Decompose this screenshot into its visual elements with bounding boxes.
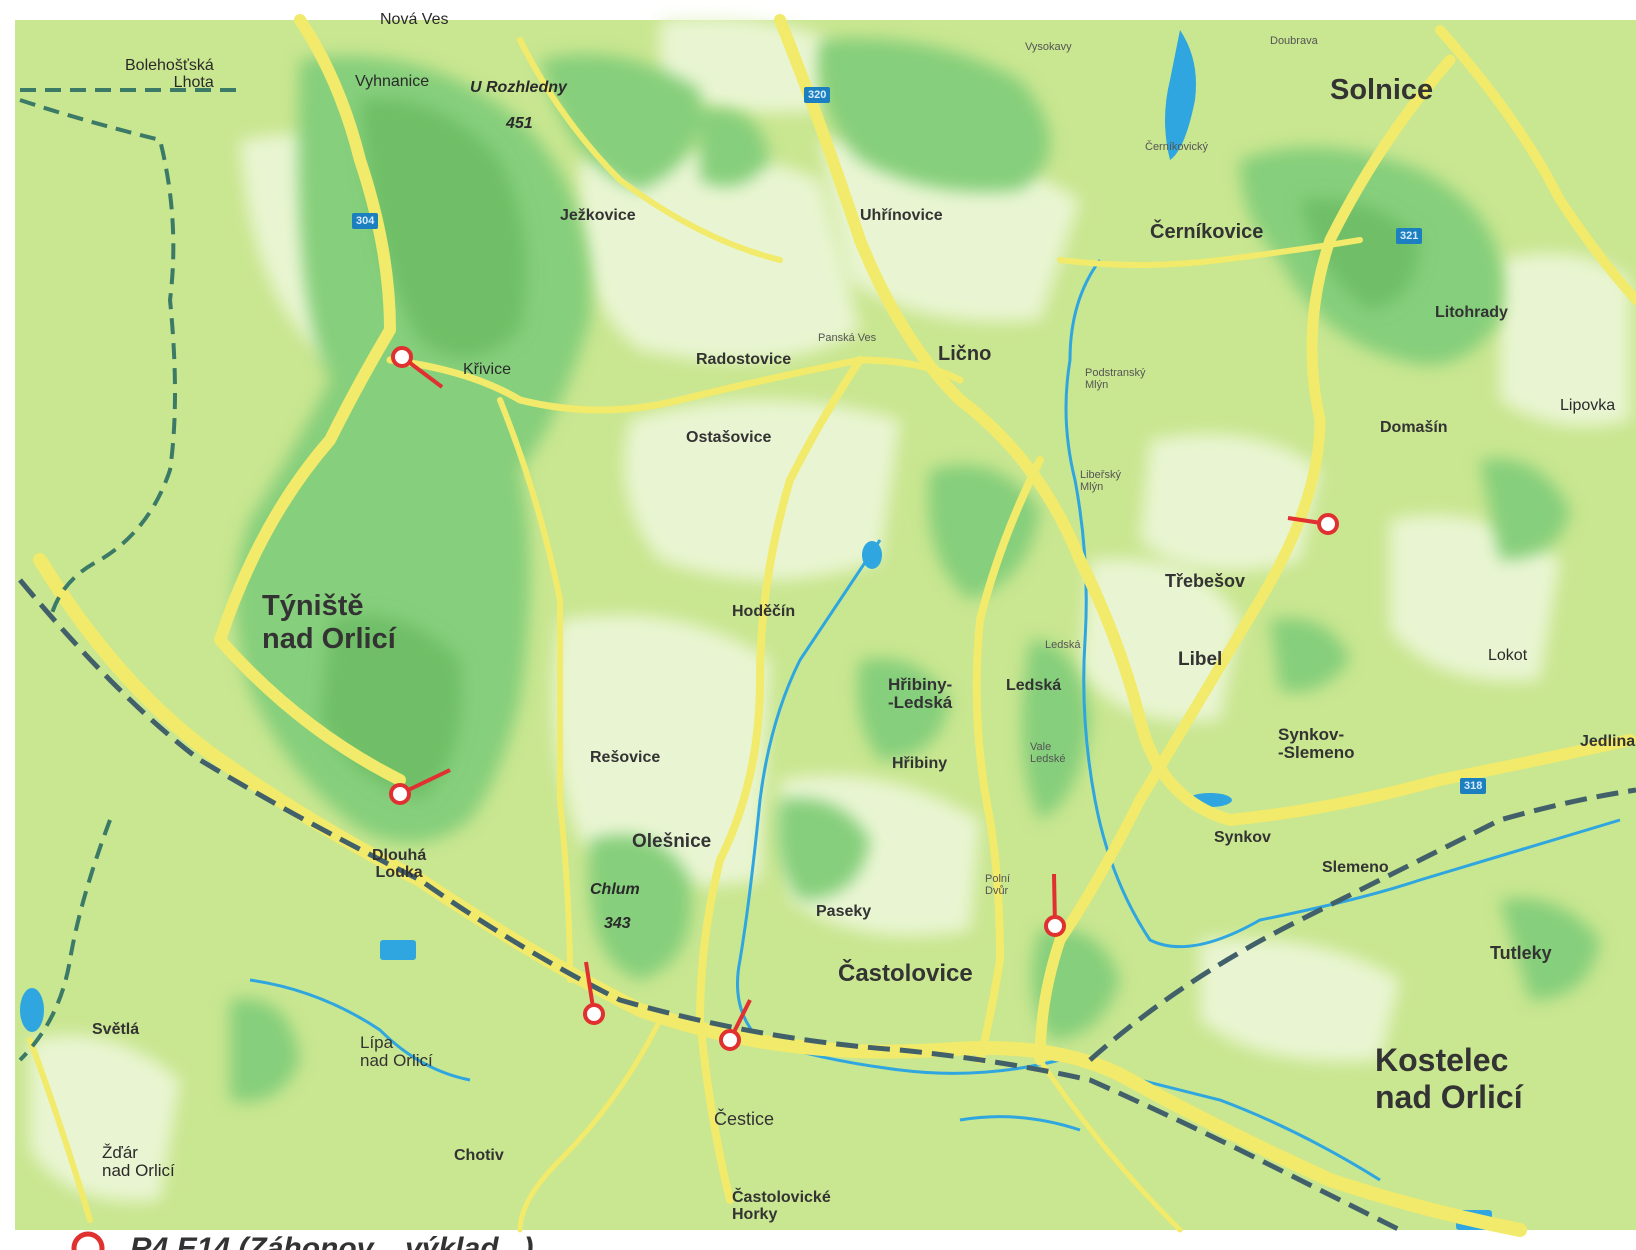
elevation-u-rozhledny: 451 xyxy=(506,115,533,132)
place-label-polni-dvur: Polní Dvůr xyxy=(985,873,1011,897)
speed-camera-marker-olesnice[interactable] xyxy=(578,960,608,1030)
place-label-licno: Lično xyxy=(938,343,992,365)
place-label-jedlina: Jedlina xyxy=(1580,733,1636,750)
legend-text: R4 E14 (Záhonov... výklad...) xyxy=(130,1232,534,1250)
place-label-tyniste-nad-orlici: Týniště nad Orlicí xyxy=(262,590,396,656)
place-label-libersky-mlyn: Libeřský Mlýn xyxy=(1080,469,1121,493)
speed-camera-marker-cestice[interactable] xyxy=(716,998,756,1058)
place-label-zdar-nad-orlici: Žďár nad Orlicí xyxy=(102,1143,175,1180)
place-label-lokot: Lokot xyxy=(1488,647,1528,664)
speed-camera-marker-legend-icon xyxy=(71,1231,105,1250)
place-label-ledska-small: Ledská xyxy=(1045,639,1081,651)
place-label-podstransky-mlyn: Podstranský Mlýn xyxy=(1085,367,1146,391)
place-label-libel: Libel xyxy=(1178,649,1223,670)
place-label-uhrinovice: Uhřínovice xyxy=(860,207,943,224)
place-label-hribiny: Hřibiny xyxy=(892,755,948,772)
place-label-vyhnanice: Vyhnanice xyxy=(355,73,430,90)
place-label-cernikovice: Černíkovice xyxy=(1150,221,1264,243)
speed-camera-marker-castolovice[interactable] xyxy=(1040,872,1070,942)
place-label-nova-ves: Nová Ves xyxy=(380,11,449,28)
place-label-resovice: Rešovice xyxy=(590,749,661,766)
place-label-ostasovice: Ostašovice xyxy=(686,429,772,446)
road-shield-318: 318 xyxy=(1460,778,1487,794)
roads xyxy=(27,14,1636,1237)
place-label-vysokavy: Vysokavy xyxy=(1025,41,1072,53)
elevation-chlum: 343 xyxy=(604,915,631,932)
speed-camera-marker-trebesov[interactable] xyxy=(1286,510,1346,540)
place-label-slemeno: Slemeno xyxy=(1322,859,1389,876)
place-label-vale-ledske: Vale Ledské xyxy=(1030,741,1066,765)
place-label-dlouha-louka: Dlouhá Louka xyxy=(372,847,427,881)
place-label-ledska: Ledská xyxy=(1006,677,1062,694)
place-label-kostelec-nad-orlici: Kostelec nad Orlicí xyxy=(1375,1042,1523,1115)
place-label-radostovice: Radostovice xyxy=(696,351,792,368)
place-label-lipovka: Lipovka xyxy=(1560,397,1616,414)
place-label-cernikovicky: Černíkovický xyxy=(1145,141,1208,153)
place-label-olesnice: Olešnice xyxy=(632,831,712,852)
place-label-jezkovice: Ježkovice xyxy=(560,207,636,224)
place-label-litohrady: Litohrady xyxy=(1435,304,1508,321)
place-label-synkov: Synkov xyxy=(1214,829,1271,846)
place-label-paseky: Paseky xyxy=(816,903,872,920)
boundary-lines xyxy=(18,88,240,1062)
place-label-lipa-nad-orlici: Lípa nad Orlicí xyxy=(360,1033,433,1070)
place-label-cestice: Čestice xyxy=(714,1109,775,1129)
road-shield-321: 321 xyxy=(1396,228,1423,244)
place-label-solnice: Solnice xyxy=(1330,74,1434,106)
speed-camera-marker-dlouha-louka[interactable] xyxy=(388,768,458,808)
railways xyxy=(18,578,1636,1233)
place-label-panska-ves: Panská Ves xyxy=(818,332,877,344)
place-label-hribiny-ledska: Hřibiny- -Ledská xyxy=(888,675,953,712)
legend: R4 E14 (Záhonov... výklad...) xyxy=(60,1228,960,1250)
place-label-castolovice: Častolovice xyxy=(838,960,973,987)
place-label-chlum: Chlum xyxy=(590,881,640,898)
place-label-domasin: Domašín xyxy=(1380,419,1448,436)
speed-camera-marker-krivice[interactable] xyxy=(390,345,450,395)
place-label-krivice: Křivice xyxy=(463,361,512,378)
place-label-trebesov: Třebešov xyxy=(1165,571,1246,591)
place-label-doubrava: Doubrava xyxy=(1270,35,1318,47)
place-label-bolehostska-lhota: Bolehošťská Lhota xyxy=(125,57,214,91)
road-shield-304: 304 xyxy=(352,213,379,229)
place-label-hodecin: Hoděčín xyxy=(732,603,796,620)
place-label-chotiv: Chotiv xyxy=(454,1147,504,1164)
place-label-u-rozhledny: U Rozhledny xyxy=(470,79,567,96)
road-shield-320: 320 xyxy=(804,87,831,103)
place-label-synkov-slemeno: Synkov- -Slemeno xyxy=(1278,725,1355,762)
place-label-castolovicke-horky: Častolovické Horky xyxy=(732,1189,831,1223)
place-label-tutleky: Tutleky xyxy=(1490,943,1552,963)
place-label-svetla: Světlá xyxy=(92,1021,140,1038)
